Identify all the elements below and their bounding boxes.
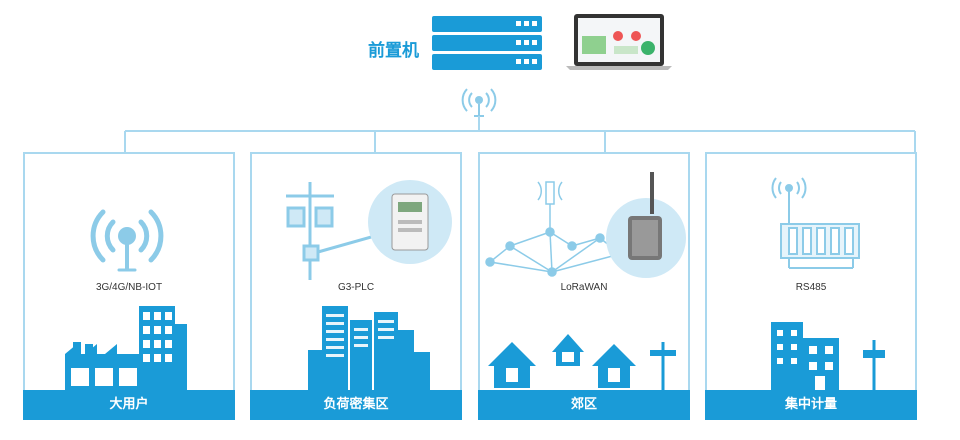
lora-mesh-network-icon [485, 181, 625, 277]
panel-large-users: 3G/4G/NB-IOT 大用户 [23, 152, 235, 420]
meter-cabinet-icon [780, 223, 860, 269]
antenna-icon [771, 177, 807, 224]
utility-pole-icon [286, 182, 383, 280]
panel-title: 大用户 [23, 390, 235, 420]
wireless-antenna-icon [461, 88, 497, 117]
tech-label: RS485 [795, 282, 827, 293]
suburban-houses-icon [488, 334, 676, 390]
panel-centralized-metering: RS485 集中计量 [705, 152, 917, 420]
connector-lines [124, 116, 916, 152]
tech-label: G3-PLC [337, 282, 375, 293]
server-icon [432, 16, 542, 70]
panel-title: 郊区 [478, 390, 690, 420]
panel-title: 负荷密集区 [250, 390, 462, 420]
cellular-tower-icon [90, 209, 164, 272]
front-end-processor-title: 前置机 [368, 41, 419, 61]
panel-3-illustration [485, 172, 686, 390]
panel-1-illustration [65, 209, 187, 390]
smart-meter-icon [368, 180, 452, 264]
panel-4-illustration [771, 177, 885, 390]
laptop-dashboard-icon [566, 14, 672, 70]
tech-label: 3G/4G/NB-IOT [95, 282, 163, 293]
panel-title: 集中计量 [705, 390, 917, 420]
tech-label: LoRaWAN [560, 282, 608, 293]
panel-2-illustration [286, 180, 452, 390]
apartment-building-icon [771, 322, 885, 390]
panel-dense-load-area: G3-PLC 负荷密集区 [250, 152, 462, 420]
panel-suburb: LoRaWAN 郊区 [478, 152, 690, 420]
lora-gateway-icon [606, 172, 686, 278]
